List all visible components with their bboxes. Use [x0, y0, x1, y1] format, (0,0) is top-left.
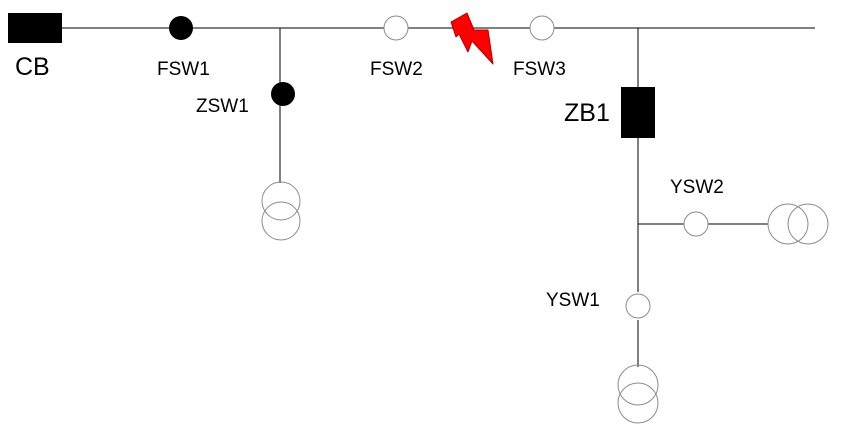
transformer-ysw2-icon — [767, 203, 829, 245]
label-cb: CB — [15, 53, 50, 81]
switch-fsw2-icon[interactable] — [383, 15, 409, 41]
label-fsw1: FSW1 — [157, 59, 210, 80]
label-ysw1: YSW1 — [546, 290, 600, 311]
label-fsw2: FSW2 — [370, 59, 423, 80]
breaker-icon[interactable] — [8, 13, 62, 43]
switch-ysw1-icon[interactable] — [625, 293, 651, 319]
transformer-zsw1-icon — [261, 181, 301, 241]
station-zb1-icon[interactable] — [621, 87, 655, 138]
label-fsw3: FSW3 — [513, 59, 566, 80]
switch-fsw1-icon[interactable] — [169, 16, 193, 40]
transformer-ysw1-icon — [617, 364, 659, 424]
switch-ysw2-icon[interactable] — [683, 211, 709, 237]
switch-fsw3-icon[interactable] — [529, 15, 555, 41]
fault-lightning-icon — [450, 12, 494, 65]
label-zsw1: ZSW1 — [196, 96, 249, 117]
label-zb1: ZB1 — [564, 99, 610, 127]
switch-zsw1-icon[interactable] — [271, 82, 295, 106]
label-ysw2: YSW2 — [670, 177, 724, 198]
